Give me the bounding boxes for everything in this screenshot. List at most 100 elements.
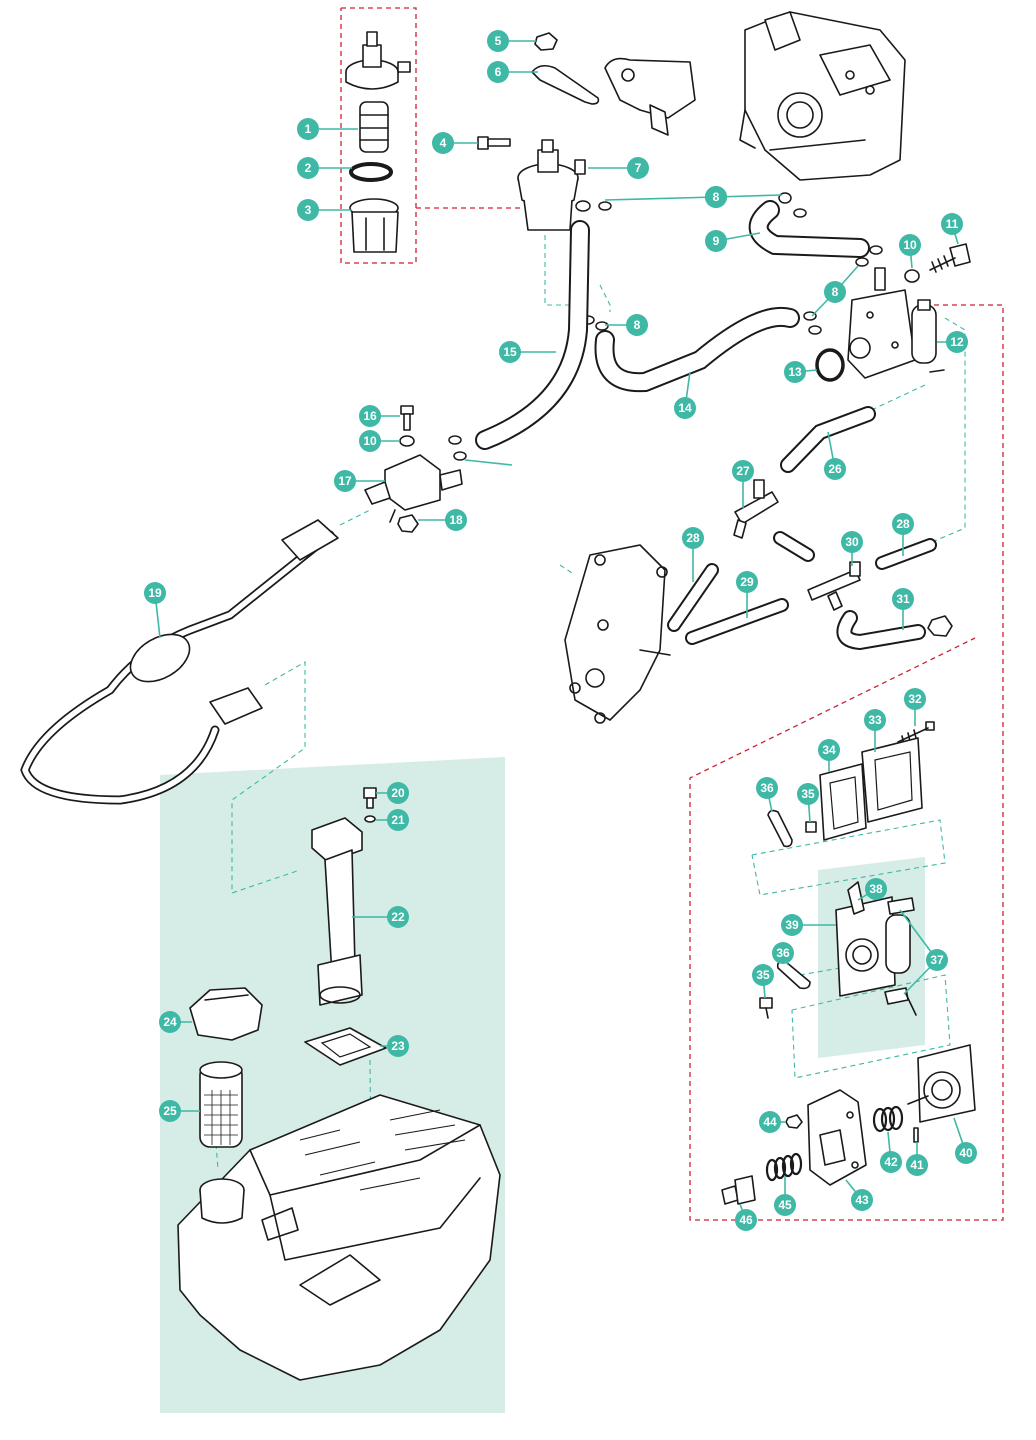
pump-o-ring-part (815, 348, 845, 382)
callout-c10a: 10 (899, 234, 921, 256)
callout-number: 25 (163, 1104, 177, 1118)
callout-number: 1 (305, 122, 312, 136)
callout-badge (627, 157, 649, 179)
callout-number: 18 (449, 513, 463, 527)
callout-c30: 30 (841, 531, 863, 553)
carburetor-part (739, 11, 906, 181)
callout-c35a: 35 (797, 783, 819, 805)
callout-badge (705, 230, 727, 252)
callout-number: 22 (391, 910, 405, 924)
callout-c13: 13 (784, 361, 806, 383)
hose-nut-part (927, 615, 953, 637)
fuel-pump-part (847, 267, 945, 379)
leader-line-c8b (715, 194, 783, 198)
tank-cap-part (189, 987, 263, 1041)
callout-number: 17 (338, 474, 352, 488)
callout-badge (824, 458, 846, 480)
callout-c21: 21 (387, 809, 409, 831)
callout-c1: 1 (297, 118, 319, 140)
callout-c36a: 36 (756, 777, 778, 799)
callout-badge (892, 588, 914, 610)
callout-number: 27 (736, 464, 750, 478)
callout-c14: 14 (674, 397, 696, 419)
callout-number: 31 (896, 592, 910, 606)
callout-badge (359, 405, 381, 427)
callout-c34: 34 (818, 739, 840, 761)
callout-c41: 41 (906, 1154, 928, 1176)
callout-c16: 16 (359, 405, 381, 427)
callout-badge (784, 361, 806, 383)
callout-badge (487, 30, 509, 52)
callout-badge (487, 61, 509, 83)
t-joint-part (733, 479, 779, 539)
callout-c44: 44 (759, 1111, 781, 1133)
gasket-part-23 (304, 1027, 387, 1066)
callout-number: 7 (635, 161, 642, 175)
nut-part (534, 32, 558, 51)
callout-c28a: 28 (682, 527, 704, 549)
fuel-connector-part (364, 454, 463, 523)
callout-number: 3 (305, 203, 312, 217)
callout-c8b: 8 (705, 186, 727, 208)
callout-badge (899, 234, 921, 256)
bracket-part (531, 64, 600, 105)
filter-cap-part (345, 31, 411, 90)
callout-c3: 3 (297, 199, 319, 221)
callout-badge (880, 1151, 902, 1173)
spring-part-42 (872, 1105, 904, 1133)
callout-c18: 18 (445, 509, 467, 531)
callout-badge (781, 914, 803, 936)
callout-c20: 20 (387, 782, 409, 804)
screw-part (929, 243, 971, 273)
callout-badge (334, 470, 356, 492)
callout-number: 19 (148, 586, 162, 600)
callout-badge (297, 118, 319, 140)
callout-badge (144, 582, 166, 604)
callout-badge (387, 1035, 409, 1057)
filter-cup-part (349, 198, 399, 253)
callout-c25: 25 (159, 1100, 181, 1122)
callout-number: 20 (391, 786, 405, 800)
callout-c32: 32 (904, 688, 926, 710)
callout-badge (955, 1142, 977, 1164)
callout-c10b: 10 (359, 430, 381, 452)
callout-number: 21 (391, 813, 405, 827)
callout-number: 46 (739, 1213, 753, 1227)
pump-cover-part (861, 737, 923, 823)
pump-body-part-43 (807, 1089, 867, 1186)
callout-c17: 17 (334, 470, 356, 492)
callout-number: 11 (946, 217, 959, 231)
callout-number: 9 (713, 234, 720, 248)
callout-c42: 42 (880, 1151, 902, 1173)
callout-number: 14 (678, 401, 692, 415)
gasket-part-34 (819, 763, 867, 841)
callout-number: 33 (868, 713, 882, 727)
callout-c23: 23 (387, 1035, 409, 1057)
fuel-pump-detail-box (689, 304, 1004, 1221)
leader-line-c8a (604, 196, 717, 201)
washer-part (904, 269, 920, 283)
callout-number: 32 (908, 692, 922, 706)
check-valve-parts-36 (767, 809, 811, 990)
callout-badge (735, 1209, 757, 1231)
callout-c37: 37 (926, 949, 948, 971)
callout-number: 35 (756, 968, 770, 982)
callout-badge (705, 186, 727, 208)
callout-number: 42 (884, 1155, 898, 1169)
callout-c6: 6 (487, 61, 509, 83)
callout-number: 35 (801, 787, 815, 801)
screw-parts-35 (759, 821, 817, 1019)
callout-number: 24 (163, 1015, 177, 1029)
callout-c45: 45 (774, 1194, 796, 1216)
callout-number: 26 (828, 462, 842, 476)
spring-part-45 (765, 1152, 803, 1182)
callout-badge (626, 314, 648, 336)
callout-badge (159, 1100, 181, 1122)
callout-number: 4 (440, 136, 447, 150)
callout-badge (824, 281, 846, 303)
callout-badge (946, 331, 968, 353)
callout-c39: 39 (781, 914, 803, 936)
callout-c35b: 35 (752, 964, 774, 986)
fuel-gauge-part (311, 817, 363, 1006)
callout-badge (941, 213, 963, 235)
